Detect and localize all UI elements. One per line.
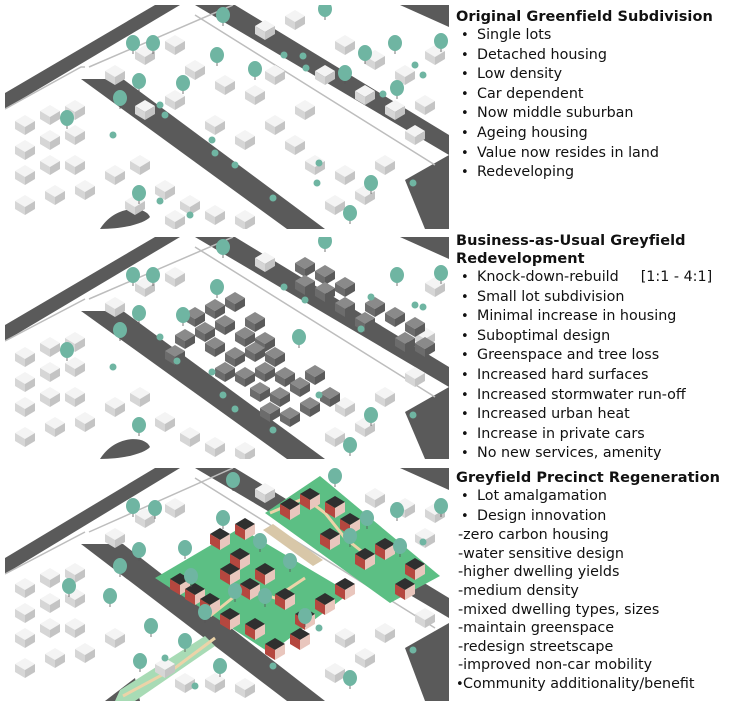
bullet-list: Single lots Detached housing Low density… bbox=[456, 26, 752, 183]
list-item: Increased stormwater run-off bbox=[456, 386, 752, 406]
list-item: Knock-down-rebuild [1:1 - 4:1] bbox=[456, 268, 752, 288]
sub-list-item: -water sensitive design bbox=[458, 545, 624, 562]
sub-list-item: -medium density bbox=[458, 582, 579, 599]
sub-list-item: -zero carbon housing bbox=[458, 527, 609, 544]
list-item: No new services, amenity bbox=[456, 444, 752, 464]
list-item: Low density bbox=[456, 65, 752, 85]
list-item: Car dependent bbox=[456, 85, 752, 105]
list-item: Redeveloping bbox=[456, 163, 752, 183]
panel-business-as-usual-text: Business-as-Usual Greyfield Redevelopmen… bbox=[456, 232, 752, 464]
list-item: Increase in private cars bbox=[456, 425, 752, 445]
sub-list-item: -redesign streetscape bbox=[458, 638, 614, 655]
list-item: Increased hard surfaces bbox=[456, 366, 752, 386]
list-item: Small lot subdivision bbox=[456, 288, 752, 308]
isometric-suburb-greenfield-illustration bbox=[5, 5, 449, 229]
bullet-list: Lot amalgamation Design innovation -zero… bbox=[456, 487, 752, 695]
panel-title-line-1: Business-as-Usual Greyfield bbox=[456, 233, 686, 249]
list-item: Now middle suburban bbox=[456, 104, 752, 124]
list-item: Single lots bbox=[456, 26, 752, 46]
list-item: Increased urban heat bbox=[456, 405, 752, 425]
list-item: Lot amalgamation bbox=[456, 487, 752, 507]
sub-list-item: -higher dwelling yields bbox=[458, 564, 620, 581]
panel-business-as-usual-redevelopment: Business-as-Usual Greyfield Redevelopmen… bbox=[0, 230, 754, 462]
bullet-list: Knock-down-rebuild [1:1 - 4:1] Small lot … bbox=[456, 268, 752, 464]
list-item: Design innovation bbox=[456, 507, 752, 527]
panel-greenfield-text: Original Greenfield Subdivision Single l… bbox=[456, 8, 752, 183]
panel-precinct-regeneration: Greyfield Precinct Regeneration Lot amal… bbox=[0, 462, 754, 703]
panel-title: Greyfield Precinct Regeneration bbox=[456, 470, 720, 486]
isometric-suburb-business-as-usual-illustration bbox=[5, 237, 449, 459]
list-item-text: Knock-down-rebuild bbox=[477, 269, 619, 285]
list-item: Ageing housing bbox=[456, 124, 752, 144]
isometric-suburb-precinct-regeneration-illustration bbox=[5, 468, 449, 701]
panel-precinct-regeneration-text: Greyfield Precinct Regeneration Lot amal… bbox=[456, 469, 752, 695]
panel-greenfield-subdivision: Original Greenfield Subdivision Single l… bbox=[0, 0, 754, 230]
list-item: Greenspace and tree loss bbox=[456, 346, 752, 366]
rebuild-ratio: [1:1 - 4:1] bbox=[640, 269, 713, 285]
sub-list-item: -improved non-car mobility bbox=[458, 657, 653, 674]
panel-title: Business-as-Usual Greyfield Redevelopmen… bbox=[456, 232, 752, 268]
panel-title-line-2: Redevelopment bbox=[456, 251, 585, 267]
list-item: Community additionality/benefit bbox=[456, 675, 752, 695]
list-item: Detached housing bbox=[456, 46, 752, 66]
list-item: Minimal increase in housing bbox=[456, 307, 752, 327]
list-item: Suboptimal design bbox=[456, 327, 752, 347]
sub-list-item: -maintain greenspace bbox=[458, 620, 615, 637]
sub-list-item: -mixed dwelling types, sizes bbox=[458, 601, 660, 618]
panel-title: Original Greenfield Subdivision bbox=[456, 9, 713, 25]
list-item: Value now resides in land bbox=[456, 144, 752, 164]
